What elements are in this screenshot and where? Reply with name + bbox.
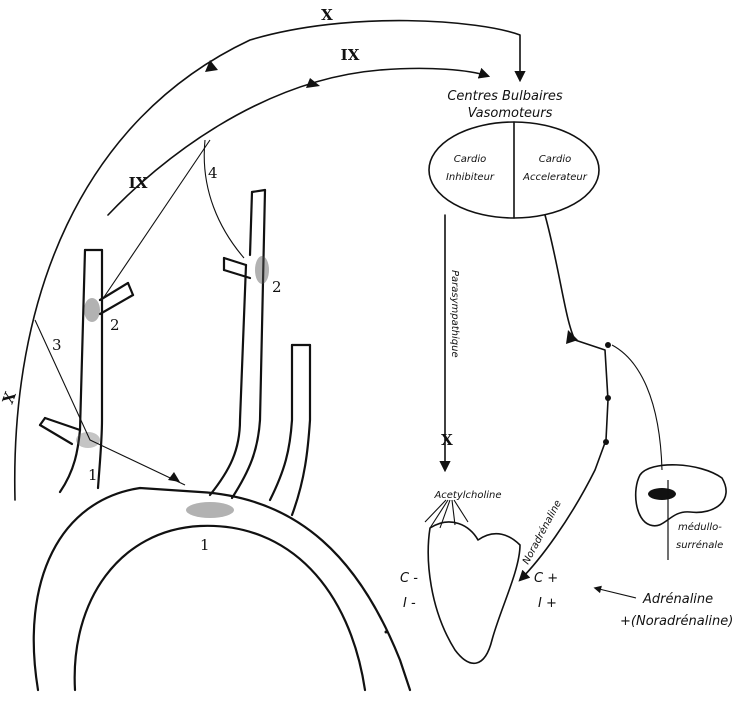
noradrenaline-nerve-label: Noradrénaline [520,498,564,566]
aortic-arch [32,486,412,692]
adrenal-nerve [611,344,663,471]
noradrenaline-hormone-label: +(Noradrénaline) [620,614,733,629]
centres-title-line2: Vasomoteurs [468,106,553,121]
adrenaline-label: Adrénaline [642,592,713,607]
sympathetic-path [518,214,609,582]
roman-ix-mid: IX [129,174,148,192]
heart: Acetylcholine C - I - C + I + [400,490,558,665]
acetylcholine-label: Acetylcholine [433,490,501,501]
vagus-nerve-outer [13,19,526,501]
c-minus-label: C - [400,571,418,586]
centres-title-line1: Centres Bulbaires [447,89,563,104]
ix-nerve-arc [107,67,491,216]
ix-branch-right [203,139,245,259]
parasympathique-label: Parasympathique [449,270,460,358]
label-1-left: 1 [88,466,98,484]
adrenal-gland: médullo- surrénale Adrénaline +(Noradrén… [593,464,733,629]
i-plus-label: I + [538,596,557,611]
roman-x-left: X [0,389,20,406]
roman-x-top: X [321,6,333,24]
c-plus-label: C + [534,571,558,586]
cardio-accelerateur-line1: Cardio [539,154,571,165]
surrenale-label: surrénale [676,539,723,551]
baroreceptor-zones [76,256,269,518]
x-branch-aortic [34,319,186,486]
subclavian-artery [268,343,312,517]
label-4: 4 [208,164,218,182]
label-2-right: 2 [272,278,282,296]
roman-x-parasympathetic: X [441,431,453,449]
label-2-left: 2 [110,316,120,334]
label-3: 3 [52,336,62,354]
roman-ix-top: IX [341,46,360,64]
cardio-inhibiteur-line1: Cardio [454,154,486,165]
medullo-label: médullo- [678,521,722,533]
ix-branch-left [101,139,211,301]
i-minus-label: I - [403,596,416,611]
label-1-bottom: 1 [200,536,210,554]
cardio-inhibiteur-line2: Inhibiteur [446,172,495,183]
centres-bulbaires: Centres Bulbaires Vasomoteurs Cardio Inh… [428,89,600,219]
cardio-accelerateur-line2: Accelerateur [522,172,588,183]
right-carotid-artery [208,188,267,500]
left-carotid-artery [38,248,135,494]
